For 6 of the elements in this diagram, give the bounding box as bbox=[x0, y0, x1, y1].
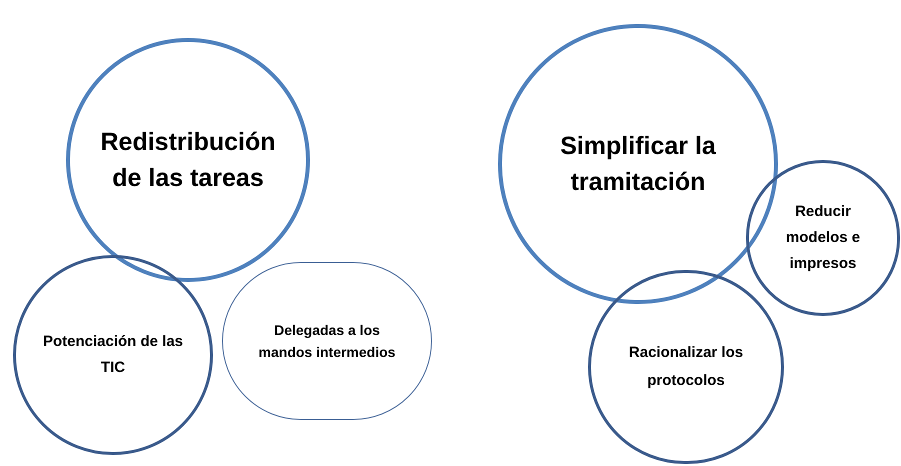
circle-label: Delegadas a los mandos intermedios bbox=[258, 321, 396, 362]
circle-label: Redistribución de las tareas bbox=[99, 127, 276, 194]
circle-label: Potenciación de las TIC bbox=[42, 332, 184, 378]
circle-label: Reducir modelos e impresos bbox=[784, 202, 862, 274]
circle-label: Racionalizar los protocolos bbox=[628, 343, 744, 391]
circle-label: Simplificar la tramitación bbox=[559, 131, 717, 198]
